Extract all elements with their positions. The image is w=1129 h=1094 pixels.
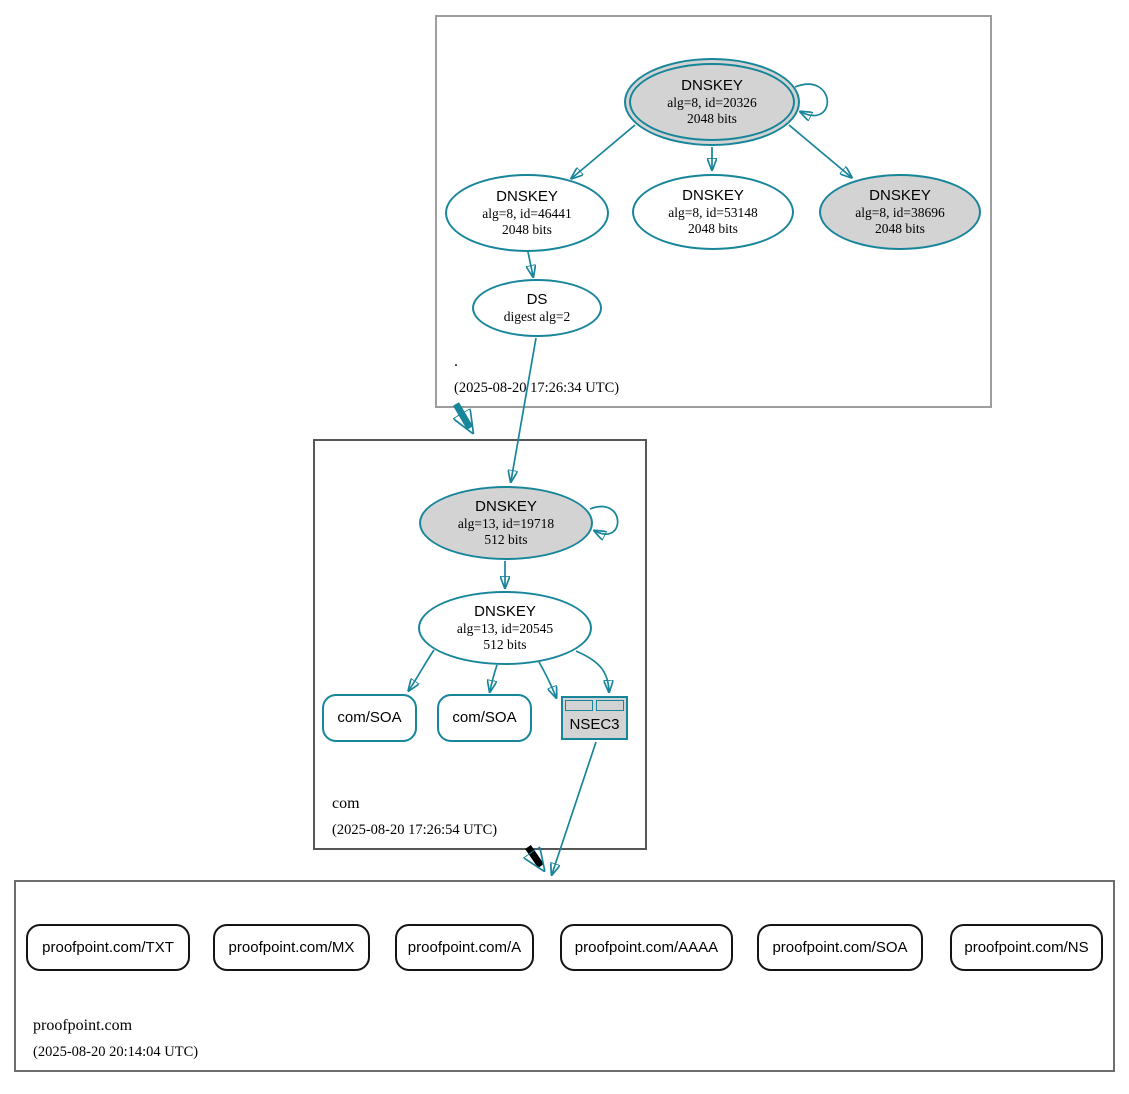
nsec3-node: NSEC3 xyxy=(561,696,628,740)
node-detail: alg=8, id=46441 xyxy=(482,205,572,221)
rrset-proofpoint-ns: proofpoint.com/NS xyxy=(950,924,1103,971)
node-detail: digest alg=2 xyxy=(503,308,571,324)
node-title: DNSKEY xyxy=(681,76,743,94)
node-bits: 2048 bits xyxy=(502,222,552,237)
zone-box-proofpoint: proofpoint.com (2025-08-20 20:14:04 UTC) xyxy=(14,880,1115,1072)
dnskey-node-20545: DNSKEY alg=13, id=20545 512 bits xyxy=(418,591,592,665)
rrset-label: proofpoint.com/NS xyxy=(964,938,1089,956)
rrset-proofpoint-a: proofpoint.com/A xyxy=(395,924,534,971)
node-bits: 2048 bits xyxy=(687,111,737,126)
rrset-proofpoint-soa: proofpoint.com/SOA xyxy=(757,924,923,971)
rrset-label: proofpoint.com/AAAA xyxy=(574,938,719,956)
nsec3-cell-right xyxy=(596,700,624,711)
node-detail: alg=13, id=19718 xyxy=(457,515,555,531)
node-detail: alg=8, id=20326 xyxy=(667,94,757,110)
node-title: DNSKEY xyxy=(869,186,931,204)
zone-meta-proofpoint: proofpoint.com (2025-08-20 20:14:04 UTC) xyxy=(33,1017,198,1061)
rrset-label: proofpoint.com/SOA xyxy=(772,938,908,956)
ds-node: DS digest alg=2 xyxy=(472,279,602,337)
rrset-label: com/SOA xyxy=(337,709,402,726)
dnskey-node-20326: DNSKEY alg=8, id=20326 2048 bits xyxy=(624,58,800,146)
nsec3-cell-left xyxy=(565,700,593,711)
node-detail: alg=8, id=53148 xyxy=(668,204,758,220)
node-title: DNSKEY xyxy=(682,186,744,204)
node-title: DNSKEY xyxy=(474,602,536,620)
node-bits: 2048 bits xyxy=(688,221,738,236)
rrset-label: proofpoint.com/TXT xyxy=(42,938,174,956)
rrset-label: proofpoint.com/A xyxy=(407,938,522,956)
dnskey-node-38696: DNSKEY alg=8, id=38696 2048 bits xyxy=(819,174,981,250)
node-bits: 512 bits xyxy=(484,532,528,547)
node-bits: 512 bits xyxy=(483,637,527,652)
dnskey-node-19718: DNSKEY alg=13, id=19718 512 bits xyxy=(419,486,593,560)
nsec3-header-cells xyxy=(565,700,624,711)
rrset-proofpoint-mx: proofpoint.com/MX xyxy=(213,924,370,971)
zone-timestamp-proofpoint: (2025-08-20 20:14:04 UTC) xyxy=(33,1044,199,1060)
zone-box-com: com (2025-08-20 17:26:54 UTC) xyxy=(313,439,647,850)
zone-meta-com: com (2025-08-20 17:26:54 UTC) xyxy=(332,795,497,839)
rrset-com-soa-2: com/SOA xyxy=(437,694,532,742)
rrset-proofpoint-txt: proofpoint.com/TXT xyxy=(26,924,190,971)
node-detail: alg=8, id=38696 xyxy=(855,204,945,220)
node-title: DNSKEY xyxy=(475,497,537,515)
zone-name-proofpoint: proofpoint.com xyxy=(33,1017,133,1034)
node-bits: 2048 bits xyxy=(875,221,925,236)
node-detail: alg=13, id=20545 xyxy=(456,620,554,636)
nsec3-label: NSEC3 xyxy=(569,715,620,733)
rrset-com-soa-1: com/SOA xyxy=(322,694,417,742)
rrset-label: proofpoint.com/MX xyxy=(228,938,355,956)
dnskey-node-20326-inner: DNSKEY alg=8, id=20326 2048 bits xyxy=(629,63,795,141)
zone-timestamp-root: (2025-08-20 17:26:34 UTC) xyxy=(454,380,620,396)
zone-timestamp-com: (2025-08-20 17:26:54 UTC) xyxy=(332,822,498,838)
dnskey-node-53148: DNSKEY alg=8, id=53148 2048 bits xyxy=(632,174,794,250)
node-title: DS xyxy=(526,290,548,308)
rrset-proofpoint-aaaa: proofpoint.com/AAAA xyxy=(560,924,733,971)
zone-name-com: com xyxy=(332,795,360,812)
rrset-label: com/SOA xyxy=(452,709,517,726)
node-title: DNSKEY xyxy=(496,187,558,205)
zone-name-root: . xyxy=(454,353,458,370)
zone-meta-root: . (2025-08-20 17:26:34 UTC) xyxy=(454,353,619,397)
dnskey-node-46441: DNSKEY alg=8, id=46441 2048 bits xyxy=(445,174,609,252)
